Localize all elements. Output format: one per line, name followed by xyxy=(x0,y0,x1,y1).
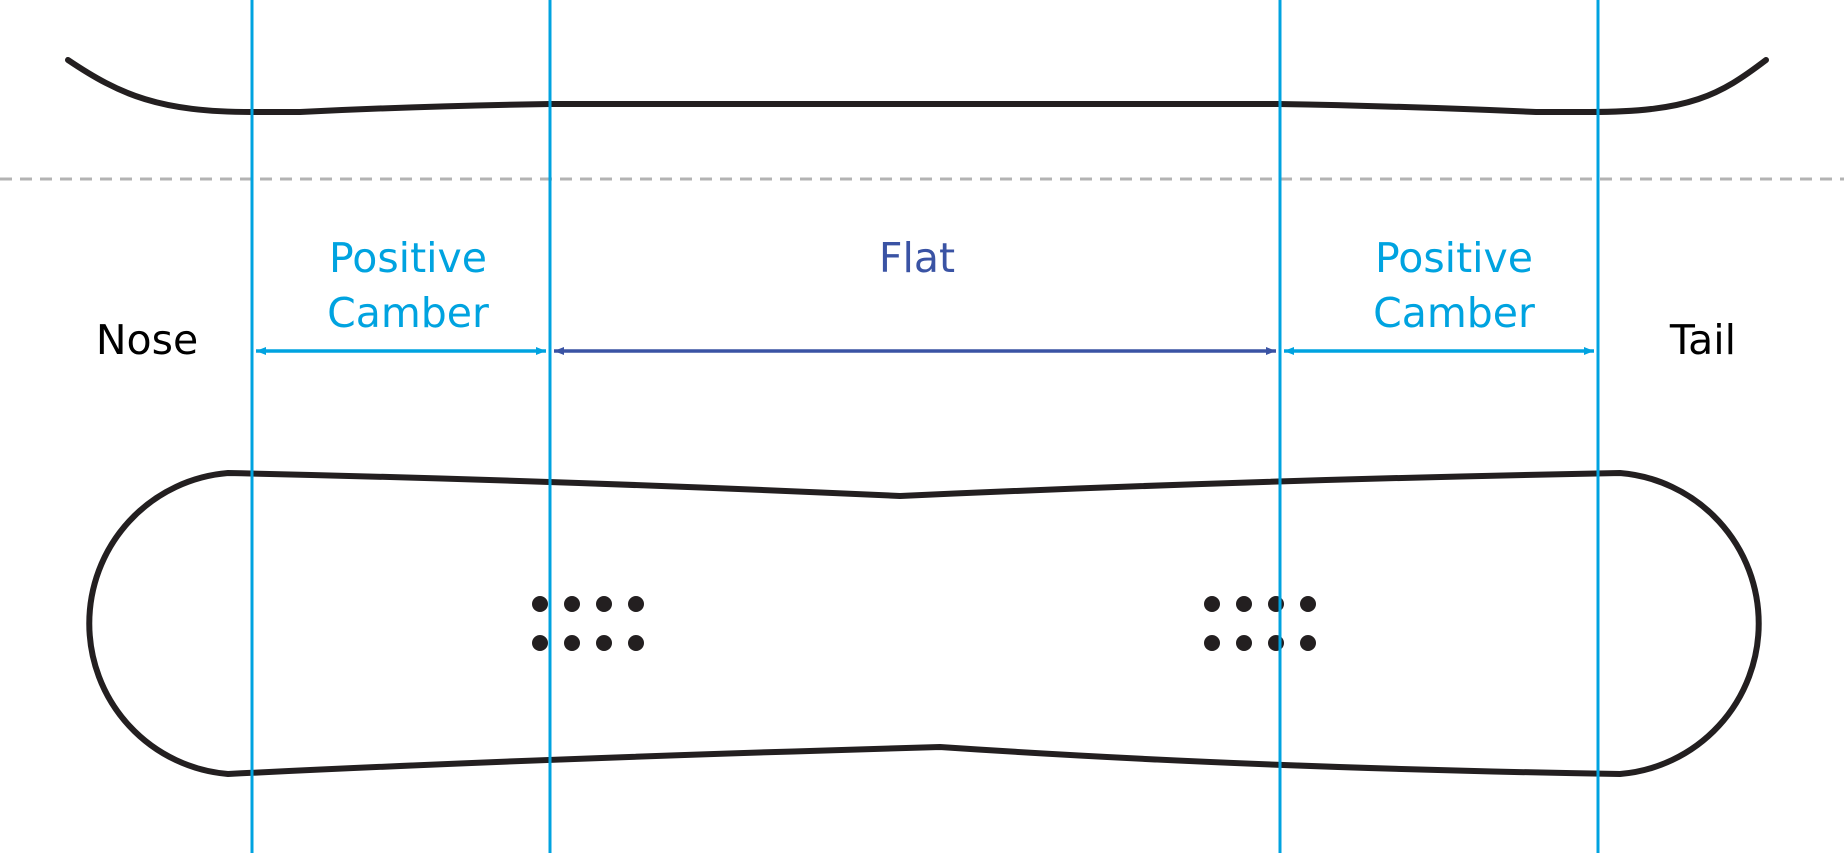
insert-hole xyxy=(532,635,548,651)
insert-hole xyxy=(1300,635,1316,651)
tail-label: Tail xyxy=(1669,316,1736,364)
insert-hole xyxy=(1204,635,1220,651)
insert-hole xyxy=(1236,635,1252,651)
insert-hole xyxy=(1300,596,1316,612)
insert-hole xyxy=(596,635,612,651)
insert-hole xyxy=(1204,596,1220,612)
insert-hole xyxy=(1236,596,1252,612)
insert-hole xyxy=(564,596,580,612)
insert-hole xyxy=(628,596,644,612)
positive-camber-left-label-line1: Positive xyxy=(329,234,487,282)
positive-camber-right-label-line2: Camber xyxy=(1373,289,1535,337)
flat-label: Flat xyxy=(879,234,955,282)
binding-inserts-right xyxy=(1204,596,1316,651)
binding-inserts-left xyxy=(532,596,644,651)
positive-camber-right-label-line1: Positive xyxy=(1375,234,1533,282)
positive-camber-left-label-line2: Camber xyxy=(327,289,489,337)
insert-hole xyxy=(532,596,548,612)
board-top-outline xyxy=(86,469,1762,778)
board-side-profile xyxy=(65,57,1769,115)
insert-hole xyxy=(628,635,644,651)
insert-hole xyxy=(1268,635,1284,651)
insert-hole xyxy=(564,635,580,651)
insert-hole xyxy=(1268,596,1284,612)
nose-label: Nose xyxy=(96,316,198,364)
insert-hole xyxy=(596,596,612,612)
